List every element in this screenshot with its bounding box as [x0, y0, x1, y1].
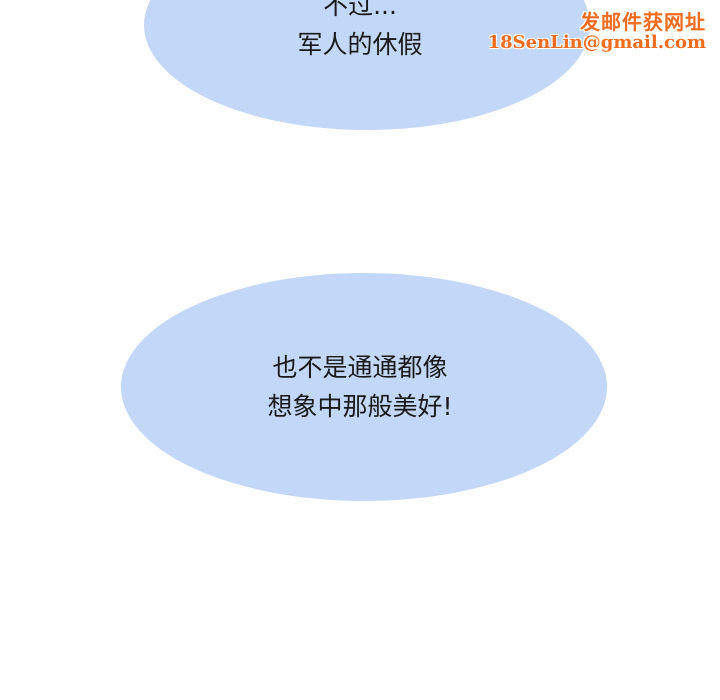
- watermark-title: 发邮件获网址: [580, 10, 706, 34]
- speech-bubble-1-text: 不过... 军人的休假: [0, 0, 720, 64]
- bubble-line: 想象中那般美好!: [267, 392, 453, 421]
- watermark-email: 18SenLin@gmail.com: [487, 32, 706, 53]
- speech-bubble-2-text: 也不是通通都像 想象中那般美好!: [0, 348, 720, 426]
- speech-bubble-2: [121, 273, 607, 501]
- bubble-line: 也不是通通都像: [272, 353, 448, 382]
- bubble-line: 军人的休假: [297, 30, 423, 59]
- bubble-line: 不过...: [323, 0, 397, 20]
